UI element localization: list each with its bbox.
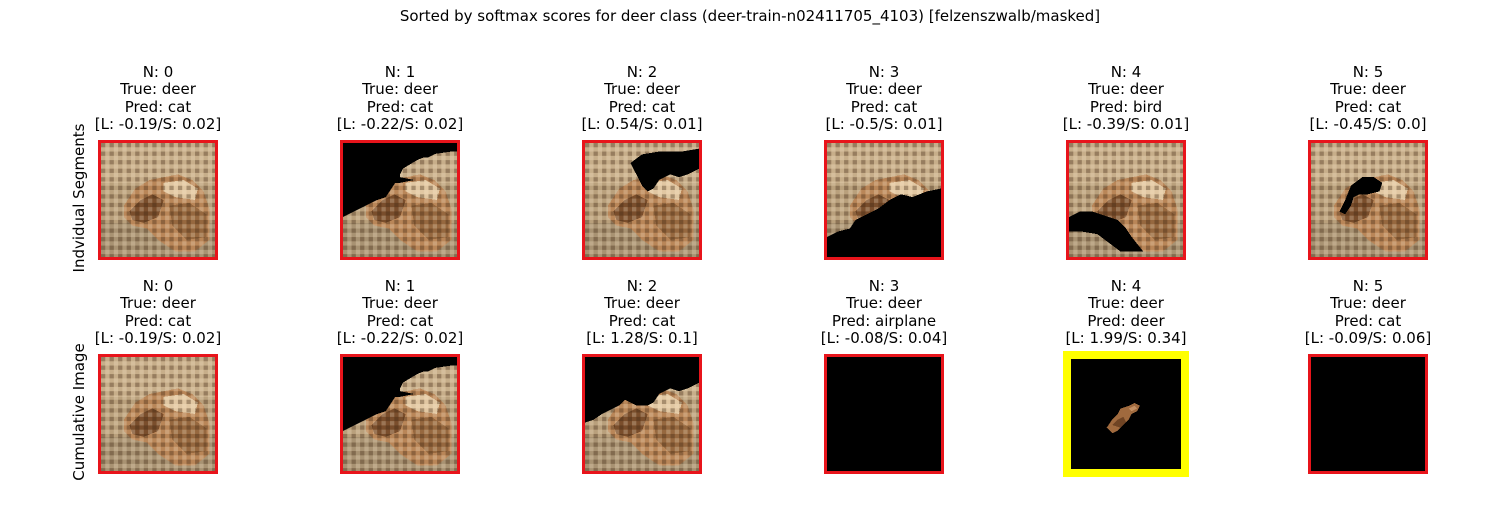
panel-pred-label: Pred: cat	[850, 97, 918, 116]
panel-cumulative-1: N: 1 True: deer Pred: cat [L: -0.22/S: 0…	[280, 277, 520, 347]
panel-true-label: True: deer	[120, 294, 196, 313]
panel-n-label: N: 5	[1352, 277, 1384, 295]
panel-pred-label: Pred: cat	[1334, 311, 1402, 330]
panel-n-label: N: 2	[626, 277, 658, 295]
panel-segment-5: N: 5 True: deer Pred: cat [L: -0.45/S: 0…	[1248, 63, 1488, 133]
segment-image-2	[582, 140, 702, 260]
panel-pred-label: Pred: cat	[124, 311, 192, 330]
panel-n-label: N: 1	[384, 63, 416, 81]
panel-segment-3: N: 3 True: deer Pred: cat [L: -0.5/S: 0.…	[764, 63, 1004, 133]
panel-n-label: N: 0	[142, 63, 174, 81]
cumulative-image-1	[340, 354, 460, 474]
panel-n-label: N: 4	[1110, 63, 1142, 81]
panel-true-label: True: deer	[604, 294, 680, 313]
panel-true-label: True: deer	[1330, 80, 1406, 99]
panel-segment-2: N: 2 True: deer Pred: cat [L: 0.54/S: 0.…	[522, 63, 762, 133]
panel-cumulative-2: N: 2 True: deer Pred: cat [L: 1.28/S: 0.…	[522, 277, 762, 347]
segment-image-4	[1066, 140, 1186, 260]
cumulative-image-5	[1308, 354, 1428, 474]
panel-true-label: True: deer	[1088, 80, 1164, 99]
panel-cumulative-5: N: 5 True: deer Pred: cat [L: -0.09/S: 0…	[1248, 277, 1488, 347]
panel-score-label: [L: 1.99/S: 0.34]	[1065, 328, 1187, 347]
figure-title: Sorted by softmax scores for deer class …	[399, 7, 1101, 25]
panel-true-label: True: deer	[846, 294, 922, 313]
segment-image-0	[98, 140, 218, 260]
panel-n-label: N: 3	[868, 277, 900, 295]
panel-true-label: True: deer	[846, 80, 922, 99]
panel-score-label: [L: -0.22/S: 0.02]	[336, 114, 464, 133]
panel-true-label: True: deer	[362, 294, 438, 313]
panel-score-label: [L: 0.54/S: 0.01]	[581, 114, 703, 133]
panel-n-label: N: 1	[384, 277, 416, 295]
panel-score-label: [L: -0.45/S: 0.0]	[1309, 114, 1427, 133]
panel-pred-label: Pred: bird	[1089, 97, 1163, 116]
panel-n-label: N: 3	[868, 63, 900, 81]
panel-pred-label: Pred: deer	[1087, 311, 1165, 330]
panel-score-label: [L: -0.19/S: 0.02]	[94, 328, 222, 347]
panel-cumulative-0: N: 0 True: deer Pred: cat [L: -0.19/S: 0…	[38, 277, 278, 347]
panel-n-label: N: 0	[142, 277, 174, 295]
panel-score-label: [L: 1.28/S: 0.1]	[586, 328, 698, 347]
panel-score-label: [L: -0.08/S: 0.04]	[820, 328, 948, 347]
panel-score-label: [L: -0.39/S: 0.01]	[1062, 114, 1190, 133]
panel-segment-4: N: 4 True: deer Pred: bird [L: -0.39/S: …	[1006, 63, 1246, 133]
cumulative-image-3	[824, 354, 944, 474]
segment-image-5	[1308, 140, 1428, 260]
panel-true-label: True: deer	[604, 80, 680, 99]
panel-n-label: N: 5	[1352, 63, 1384, 81]
panel-score-label: [L: -0.5/S: 0.01]	[825, 114, 943, 133]
panel-score-label: [L: -0.22/S: 0.02]	[336, 328, 464, 347]
panel-n-label: N: 4	[1110, 277, 1142, 295]
panel-pred-label: Pred: cat	[366, 97, 434, 116]
panel-true-label: True: deer	[362, 80, 438, 99]
panel-true-label: True: deer	[120, 80, 196, 99]
panel-true-label: True: deer	[1330, 294, 1406, 313]
cumulative-image-4	[1063, 351, 1189, 477]
panel-true-label: True: deer	[1088, 294, 1164, 313]
panel-segment-1: N: 1 True: deer Pred: cat [L: -0.22/S: 0…	[280, 63, 520, 133]
panel-cumulative-4: N: 4 True: deer Pred: deer [L: 1.99/S: 0…	[1006, 277, 1246, 347]
segment-image-3	[824, 140, 944, 260]
panel-pred-label: Pred: cat	[608, 311, 676, 330]
panel-segment-0: N: 0 True: deer Pred: cat [L: -0.19/S: 0…	[38, 63, 278, 133]
panel-pred-label: Pred: cat	[1334, 97, 1402, 116]
panel-cumulative-3: N: 3 True: deer Pred: airplane [L: -0.08…	[764, 277, 1004, 347]
panel-pred-label: Pred: cat	[124, 97, 192, 116]
panel-score-label: [L: -0.19/S: 0.02]	[94, 114, 222, 133]
panel-pred-label: Pred: cat	[366, 311, 434, 330]
segment-image-1	[340, 140, 460, 260]
cumulative-image-2	[582, 354, 702, 474]
panel-n-label: N: 2	[626, 63, 658, 81]
cumulative-image-0	[98, 354, 218, 474]
panel-pred-label: Pred: cat	[608, 97, 676, 116]
panel-score-label: [L: -0.09/S: 0.06]	[1304, 328, 1432, 347]
panel-pred-label: Pred: airplane	[831, 311, 937, 330]
